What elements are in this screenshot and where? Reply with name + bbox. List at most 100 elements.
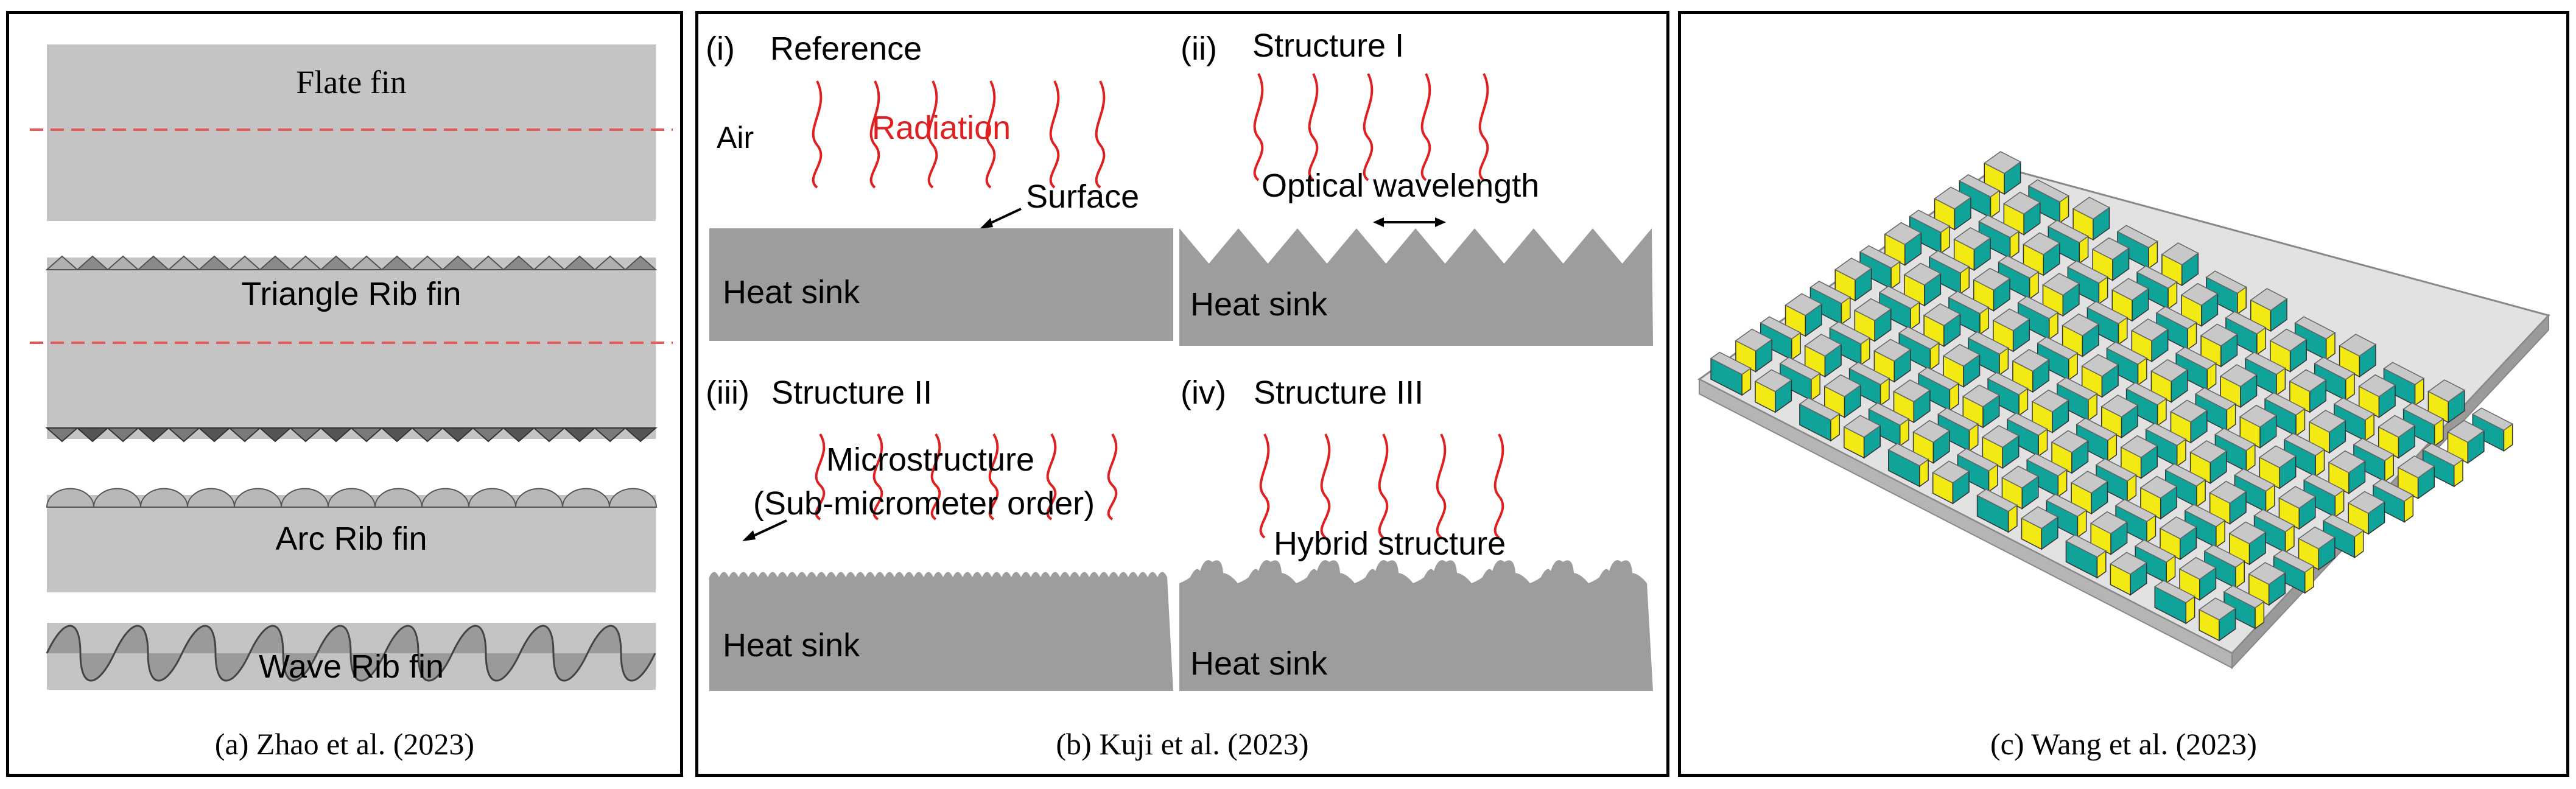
metasurface-block	[1937, 407, 1979, 452]
metasurface-block	[1987, 372, 2029, 416]
flat-fin	[47, 44, 656, 221]
metasurface-block	[2198, 597, 2236, 642]
radiation-wave	[1049, 80, 1060, 189]
metasurface-block	[2155, 306, 2197, 351]
surface-label: Surface	[1026, 178, 1139, 215]
metasurface-block	[2095, 458, 2137, 503]
arc-rib-fin	[46, 488, 658, 592]
metasurface-block	[1957, 448, 1999, 493]
metasurface-block	[1829, 321, 1871, 366]
radiation-wave	[1478, 73, 1489, 181]
metasurface-block	[2134, 539, 2176, 584]
metasurface-block	[1909, 209, 1951, 254]
radiation-wave	[1308, 73, 1319, 181]
metasurface-block	[2109, 552, 2148, 596]
metasurface-block	[2378, 415, 2416, 459]
metasurface-block	[1981, 425, 2020, 469]
metasurface-block	[2264, 392, 2306, 437]
metasurface-block	[2372, 479, 2414, 523]
metasurface-block	[2051, 430, 2089, 474]
radiation-wave	[1493, 433, 1504, 539]
metasurface-block	[2159, 516, 2197, 561]
radiation-wave	[1363, 73, 1374, 181]
metasurface-block	[2153, 580, 2196, 625]
sub-iii-number: (iii)	[706, 374, 749, 411]
metasurface-block	[2383, 362, 2425, 407]
heat-sink-label-i: Heat sink	[723, 274, 860, 310]
radiation-wave	[1259, 433, 1270, 539]
metasurface-block	[2471, 407, 2514, 452]
sub-i-number: (i)	[706, 30, 735, 67]
metasurface-block	[2273, 549, 2315, 594]
sub-iv-number: (iv)	[1181, 374, 1226, 411]
metasurface-block	[1959, 174, 2001, 219]
metasurface-block	[1912, 419, 1951, 464]
fin-label-triangle: Triangle Rib fin	[241, 276, 461, 312]
metasurface-block	[1878, 286, 1920, 331]
metasurface-block	[1923, 303, 1961, 348]
metasurface-array	[1697, 151, 2550, 670]
radiation-waves-i	[812, 80, 1106, 189]
radiation-wave	[930, 433, 941, 521]
radiation-wave	[815, 433, 826, 521]
metasurface-block	[1843, 415, 1881, 459]
metasurface-block	[2139, 475, 2178, 520]
radiation-wave	[872, 433, 883, 521]
microstructure-label: Microstructure	[826, 441, 1034, 478]
metasurface-block	[2194, 387, 2237, 432]
metasurface-block	[2136, 265, 2178, 310]
metasurface-block	[1868, 402, 1910, 447]
metasurface-block	[2002, 191, 2041, 236]
metasurface-block	[1754, 369, 1792, 413]
metasurface-block	[2021, 506, 2059, 550]
metasurface-block	[2164, 463, 2206, 508]
metasurface-block	[2047, 220, 2090, 264]
fin-label-flat: Flate fin	[296, 64, 406, 100]
metasurface-block	[1760, 316, 1802, 361]
metasurface-block	[2353, 438, 2395, 483]
sub-ii-title: Structure I	[1252, 27, 1404, 64]
fin-label-arc: Arc Rib fin	[275, 521, 427, 557]
heat-sink-iii	[709, 572, 1173, 691]
sub-i-title: Reference	[770, 30, 922, 67]
metasurface-block	[1884, 222, 1922, 266]
heat-sink-label-iv: Heat sink	[1190, 645, 1328, 682]
metasurface-block	[2205, 270, 2247, 315]
metasurface-block	[2322, 514, 2365, 559]
radiation-label: Radiation	[872, 110, 1011, 146]
heat-sink-iv	[1179, 560, 1653, 691]
metasurface-block	[1928, 250, 1970, 295]
metasurface-block	[2125, 382, 2167, 427]
sub-ii-number: (ii)	[1181, 30, 1217, 67]
metasurface-block	[1887, 443, 1929, 488]
metasurface-block	[2225, 311, 2267, 356]
metasurface-block	[2065, 534, 2107, 579]
metasurface-block	[2106, 342, 2148, 386]
heat-sink-label-ii: Heat sink	[1190, 286, 1328, 323]
metasurface-block	[2056, 377, 2098, 422]
radiation-wave	[1253, 73, 1264, 181]
radiation-wave	[985, 80, 996, 189]
metasurface-block	[2178, 556, 2217, 601]
optical-wavelength-label: Optical wavelength	[1262, 167, 1539, 204]
metasurface-block	[2214, 427, 2256, 472]
metasurface-block	[1710, 351, 1752, 396]
metasurface-block	[1948, 290, 1990, 335]
radiation-waves-ii	[1253, 73, 1489, 181]
hybrid-structure-label: Hybrid structure	[1274, 525, 1506, 562]
radiation-wave	[1378, 433, 1389, 539]
metasurface-block	[1809, 281, 1851, 325]
metasurface-block	[2303, 473, 2345, 518]
metasurface-block	[2066, 260, 2109, 305]
wave-rib-fin	[46, 623, 656, 690]
heat-sink-ii	[1179, 228, 1653, 346]
triangle-rib-fin	[45, 255, 658, 443]
metasurface-block	[2402, 402, 2444, 447]
heat-sink-label-iii: Heat sink	[723, 627, 860, 664]
metasurface-block	[1967, 331, 2009, 376]
panel-b: (i) Reference Air Radiation Surface Heat…	[695, 11, 1669, 777]
metasurface-block	[2026, 453, 2068, 498]
metasurface-block	[1942, 343, 1981, 388]
metasurface-block	[2145, 423, 2187, 468]
metasurface-block	[2258, 445, 2297, 489]
